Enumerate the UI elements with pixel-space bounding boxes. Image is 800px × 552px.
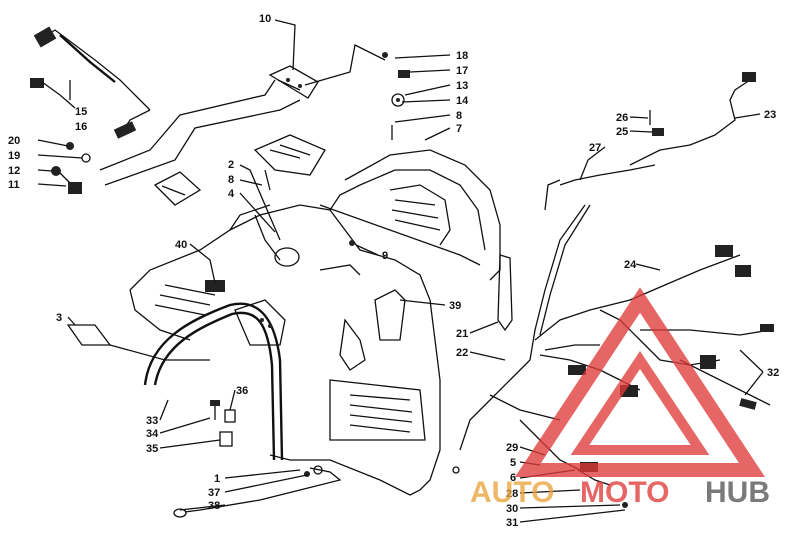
watermark-moto: MOTO	[580, 476, 669, 509]
label-24: 24	[624, 259, 637, 271]
watermark-hub: HUB	[705, 476, 770, 509]
label-30: 30	[506, 503, 518, 515]
label-18: 18	[456, 50, 468, 62]
label-5: 5	[510, 457, 516, 469]
label-36: 36	[236, 385, 248, 397]
label-21: 21	[456, 328, 468, 340]
watermark: AUTO MOTO HUB	[470, 287, 770, 509]
label-6: 6	[510, 472, 516, 484]
label-9: 9	[382, 250, 388, 262]
label-14: 14	[456, 95, 469, 107]
watermark-auto: AUTO	[470, 476, 554, 509]
label-10: 10	[259, 13, 271, 25]
label-8-mid: 8	[228, 174, 234, 186]
bumper-rail	[143, 280, 284, 461]
watermark-triangle-outer	[515, 287, 765, 477]
label-38: 38	[208, 500, 220, 512]
label-23: 23	[764, 109, 776, 121]
headlight-bracket	[234, 299, 286, 346]
label-35: 35	[146, 443, 158, 455]
label-20: 20	[8, 135, 20, 147]
label-26: 26	[616, 112, 628, 124]
label-28: 28	[506, 488, 518, 500]
guide-lines-top	[99, 44, 386, 186]
label-25: 25	[616, 126, 628, 138]
dashboard-panel	[153, 134, 326, 206]
label-29: 29	[506, 442, 518, 454]
label-4: 4	[228, 188, 235, 200]
label-32: 32	[767, 367, 779, 379]
leader-lines	[37, 19, 764, 523]
label-8-top: 8	[456, 110, 462, 122]
label-33: 33	[146, 415, 158, 427]
label-7: 7	[456, 123, 462, 135]
label-39: 39	[449, 300, 461, 312]
label-34: 34	[146, 428, 159, 440]
label-12: 12	[8, 165, 20, 177]
label-22: 22	[456, 347, 468, 359]
part-labels: 10 18 17 13 14 8 7 15 16 20 19 12 11 2 8…	[8, 13, 779, 529]
label-19: 19	[8, 150, 20, 162]
label-27: 27	[589, 142, 601, 154]
label-31: 31	[506, 517, 518, 529]
hood-windshield	[319, 149, 501, 281]
label-40: 40	[175, 239, 187, 251]
handlebar-switch-assembly	[30, 26, 151, 139]
label-17: 17	[456, 65, 468, 77]
label-37: 37	[208, 487, 220, 499]
label-16: 16	[75, 121, 87, 133]
part-3-lens	[66, 324, 210, 361]
label-15: 15	[75, 106, 87, 118]
part-10-plate	[268, 65, 319, 99]
watermark-triangle-inner	[570, 350, 710, 455]
label-3: 3	[56, 312, 62, 324]
label-1: 1	[214, 473, 220, 485]
ground-cable	[173, 465, 342, 518]
label-11: 11	[8, 179, 20, 191]
label-2: 2	[228, 159, 234, 171]
label-13: 13	[456, 80, 468, 92]
nose-cone-body	[129, 204, 441, 496]
